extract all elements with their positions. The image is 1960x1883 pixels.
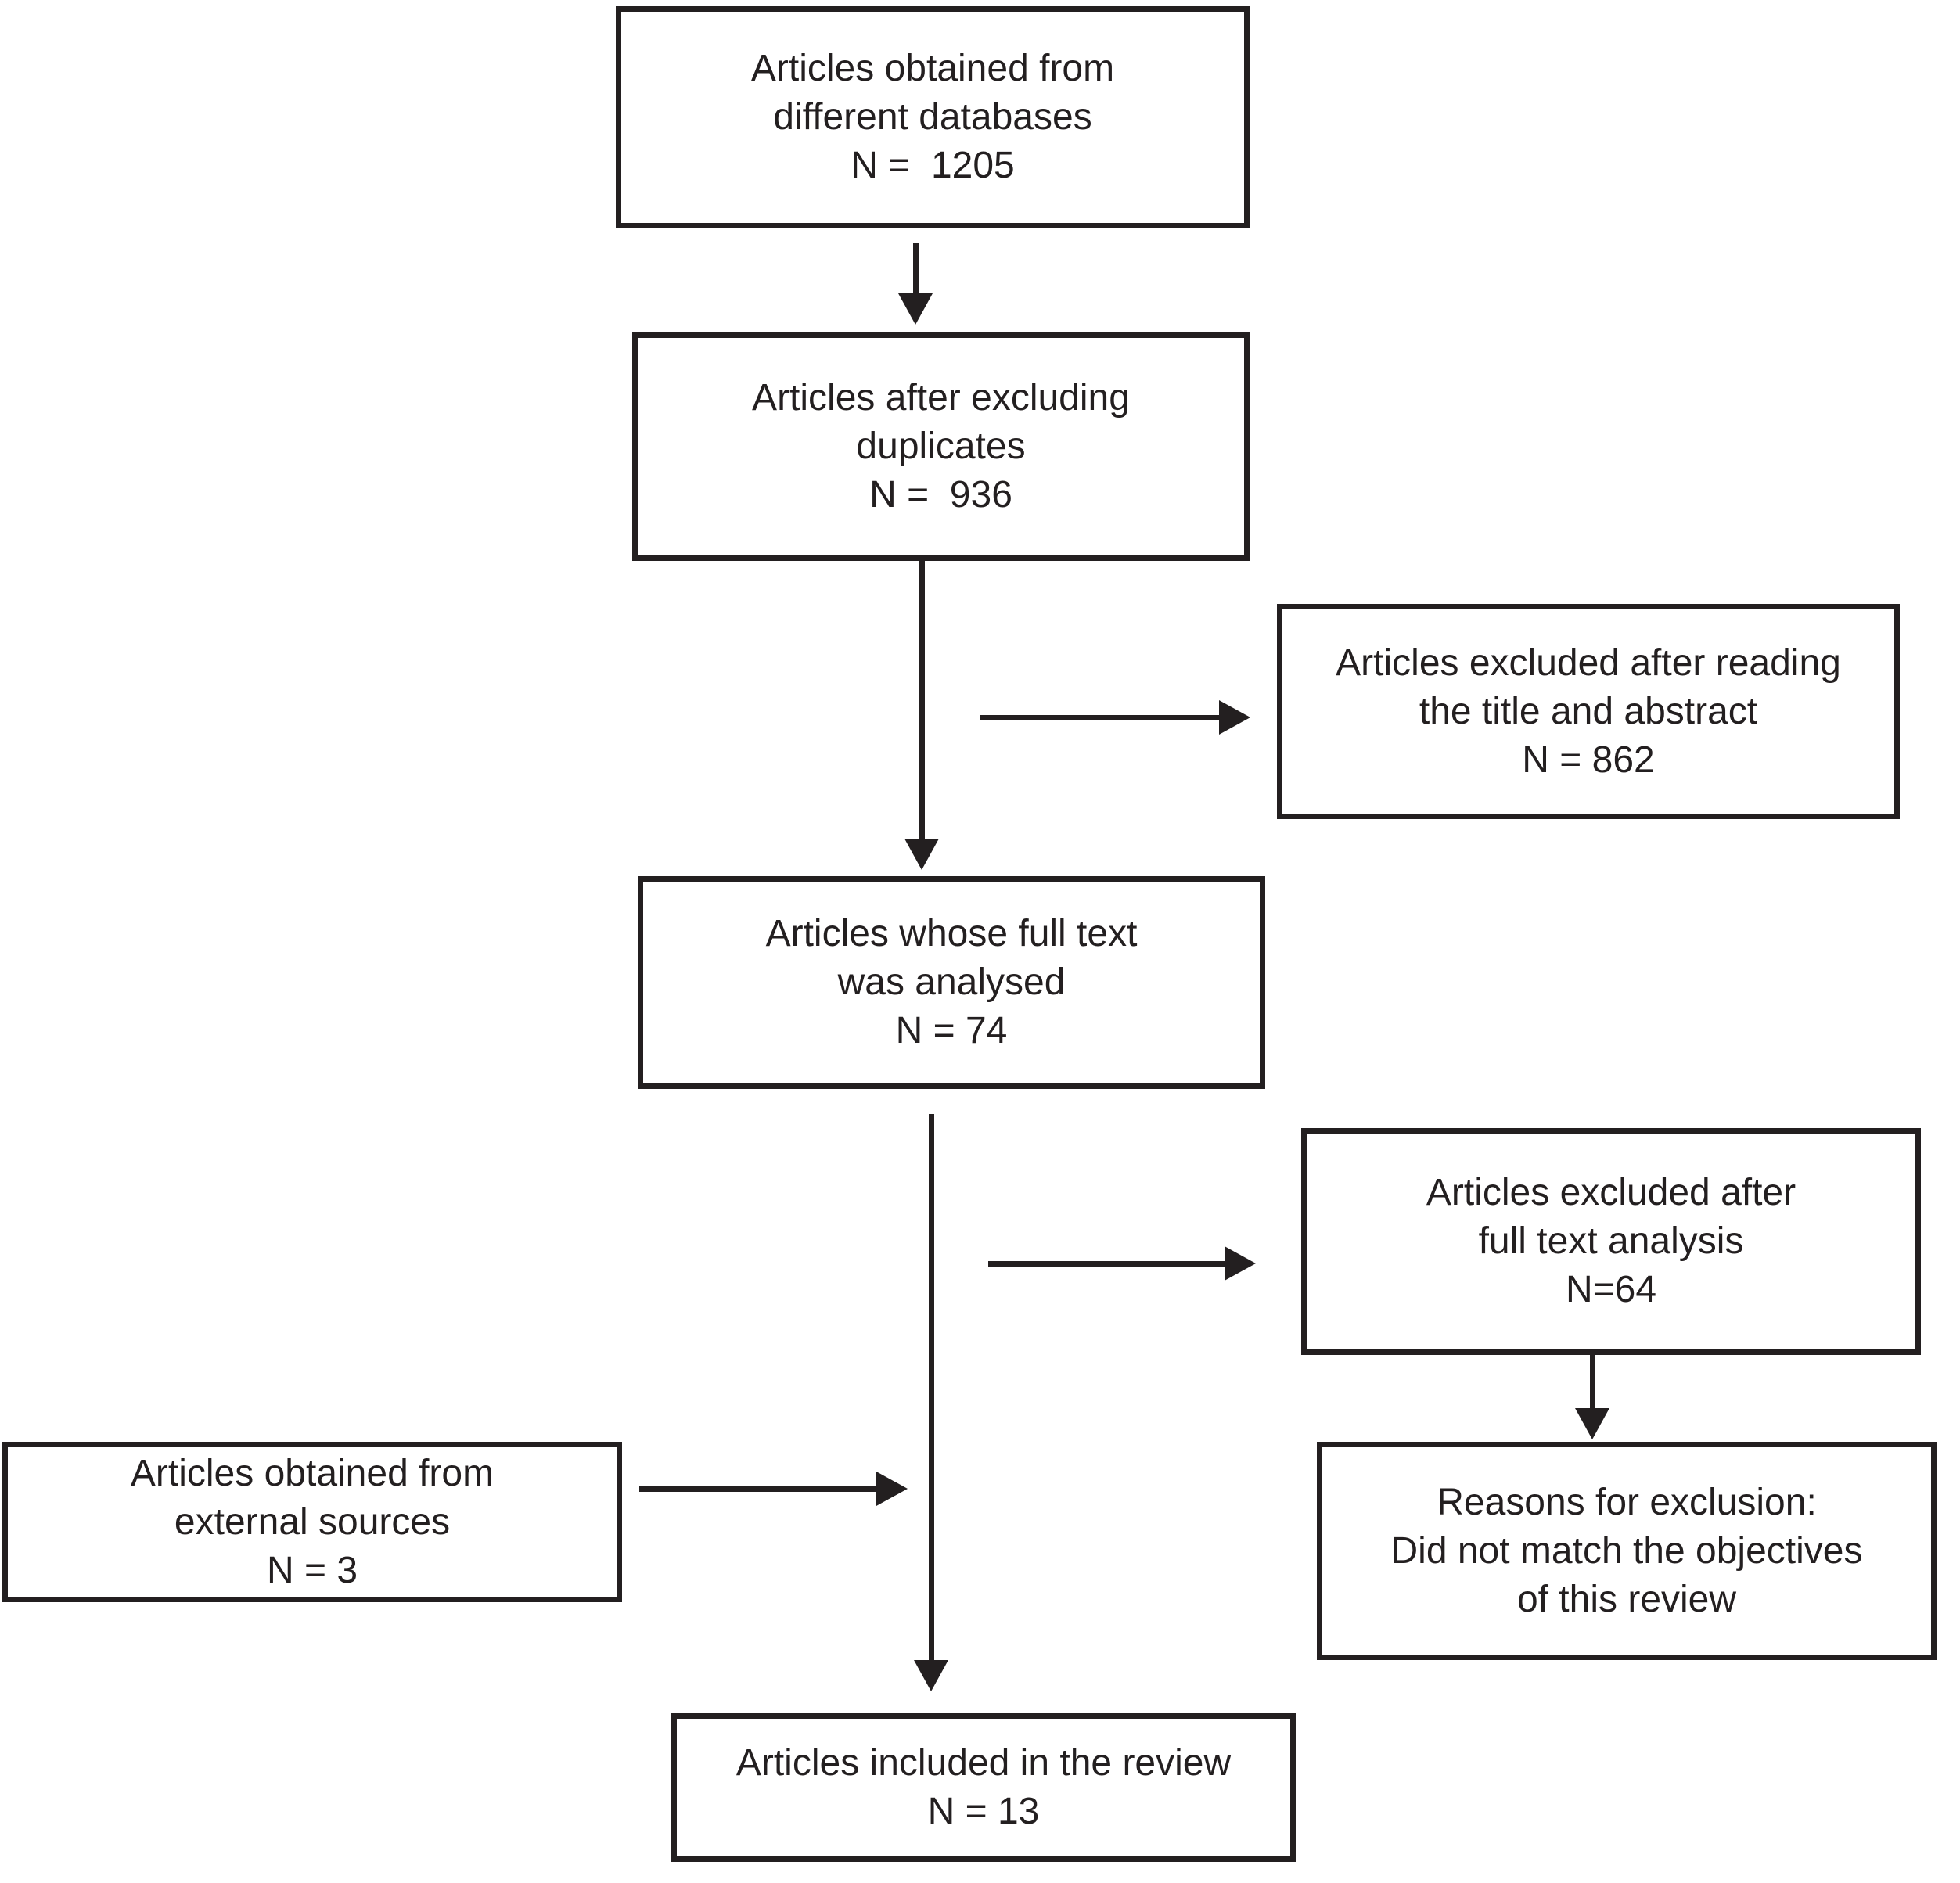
box-text-line: the title and abstract	[1419, 690, 1758, 732]
box-articles-from-databases: Articles obtained from different databas…	[616, 6, 1250, 228]
arrow-shaft	[913, 243, 919, 295]
box-text-line: Articles whose full text	[765, 913, 1138, 954]
box-count-line: N = 3	[266, 1549, 358, 1591]
box-text-line: different databases	[773, 96, 1092, 138]
arrow-right-icon	[1219, 700, 1250, 735]
box-external-sources: Articles obtained from external sources …	[2, 1442, 622, 1602]
box-count-line: N=64	[1565, 1269, 1657, 1310]
arrow-shaft	[929, 1114, 934, 1662]
box-text-line: Reasons for exclusion:	[1437, 1481, 1817, 1523]
box-text-line: full text analysis	[1478, 1220, 1744, 1262]
box-excluded-title-abstract: Articles excluded after reading the titl…	[1277, 604, 1900, 819]
arrow-shaft	[980, 715, 1221, 720]
box-text-line: Did not match the objectives	[1390, 1529, 1863, 1572]
box-reasons-for-exclusion: Reasons for exclusion: Did not match the…	[1317, 1442, 1937, 1660]
box-text-line: Articles obtained from	[130, 1452, 494, 1494]
box-count-line: N = 936	[869, 474, 1012, 516]
arrow-shaft	[988, 1261, 1226, 1267]
arrow-down-icon	[914, 1660, 948, 1691]
arrow-shaft	[639, 1486, 878, 1492]
box-count-line: N = 74	[895, 1010, 1008, 1051]
box-text-line: Articles after excluding	[752, 377, 1130, 419]
box-count-line: N = 862	[1522, 738, 1655, 781]
box-text-line: Articles included in the review	[735, 1742, 1232, 1784]
arrow-right-icon	[1225, 1246, 1256, 1281]
box-included-in-review: Articles included in the review N = 13	[671, 1713, 1296, 1862]
box-count-line: N = 1205	[851, 145, 1015, 186]
box-text-line: was analysed	[837, 961, 1066, 1003]
arrow-down-icon	[898, 293, 933, 325]
arrow-shaft	[1590, 1355, 1595, 1410]
box-text-line: Articles excluded after reading	[1336, 641, 1841, 684]
box-count-line: N = 13	[927, 1791, 1040, 1832]
box-text-line: of this review	[1516, 1578, 1737, 1620]
box-full-text-analysed: Articles whose full text was analysed N …	[638, 876, 1265, 1089]
box-text-line: duplicates	[856, 426, 1026, 467]
box-text-line: Articles obtained from	[750, 48, 1115, 89]
box-text-line: external sources	[174, 1500, 451, 1543]
box-after-excluding-duplicates: Articles after excluding duplicates N = …	[632, 332, 1250, 561]
arrow-down-icon	[904, 839, 939, 870]
box-text-line: Articles excluded after	[1426, 1172, 1796, 1213]
arrow-down-icon	[1575, 1408, 1609, 1439]
arrow-right-icon	[876, 1472, 908, 1506]
arrow-shaft	[919, 561, 925, 840]
box-excluded-full-text: Articles excluded after full text analys…	[1301, 1128, 1921, 1355]
